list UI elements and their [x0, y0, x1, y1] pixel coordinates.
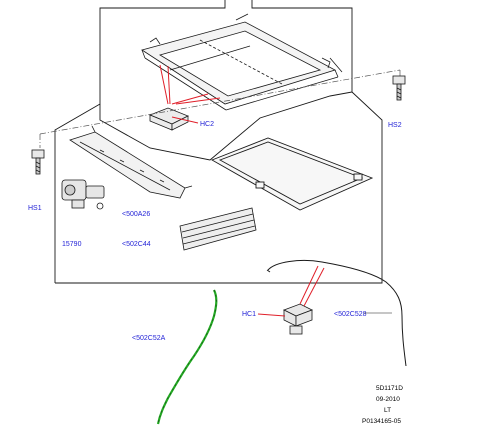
part-502c44-label: <502C44 [122, 241, 151, 248]
part-502c528-label: <502C528 [334, 311, 367, 318]
ref-line-1: 5D1171D [376, 385, 403, 392]
sunroof-glass-panel [210, 137, 374, 211]
part-500a26-label: <500A26 [122, 211, 150, 218]
part-502c52a-label: <502C52A [132, 335, 166, 342]
assembly-frame [54, 0, 383, 284]
hc2-label: HC2 [200, 121, 214, 128]
drain-hose-front [156, 289, 218, 425]
wind-deflector [69, 125, 193, 199]
part-15790-label: 15790 [62, 241, 82, 248]
hc2-callout [159, 64, 221, 124]
reference-block: 5D1171D 09-2010 LT P0134165-05 [362, 385, 403, 425]
hs1-screw [31, 149, 45, 175]
hc1-clip [283, 303, 313, 335]
hs1-label: HS1 [28, 205, 42, 212]
sunroof-motor [61, 179, 105, 210]
inner-frame-bracket [99, 91, 353, 161]
hc1-callout [257, 265, 325, 317]
ref-line-2: 09-2010 [376, 396, 400, 403]
hc1-label: HC1 [242, 311, 256, 318]
hs2-screw [392, 75, 406, 101]
trim-strip [179, 207, 257, 251]
sunroof-frame [141, 13, 343, 111]
ref-line-3: LT [384, 407, 391, 414]
alignment-lines [39, 69, 401, 148]
drain-hose-rear [266, 259, 407, 367]
hs2-label: HS2 [388, 122, 402, 129]
ref-line-4: P0134165-05 [362, 418, 401, 425]
drain-hose-front-outline [157, 289, 217, 425]
